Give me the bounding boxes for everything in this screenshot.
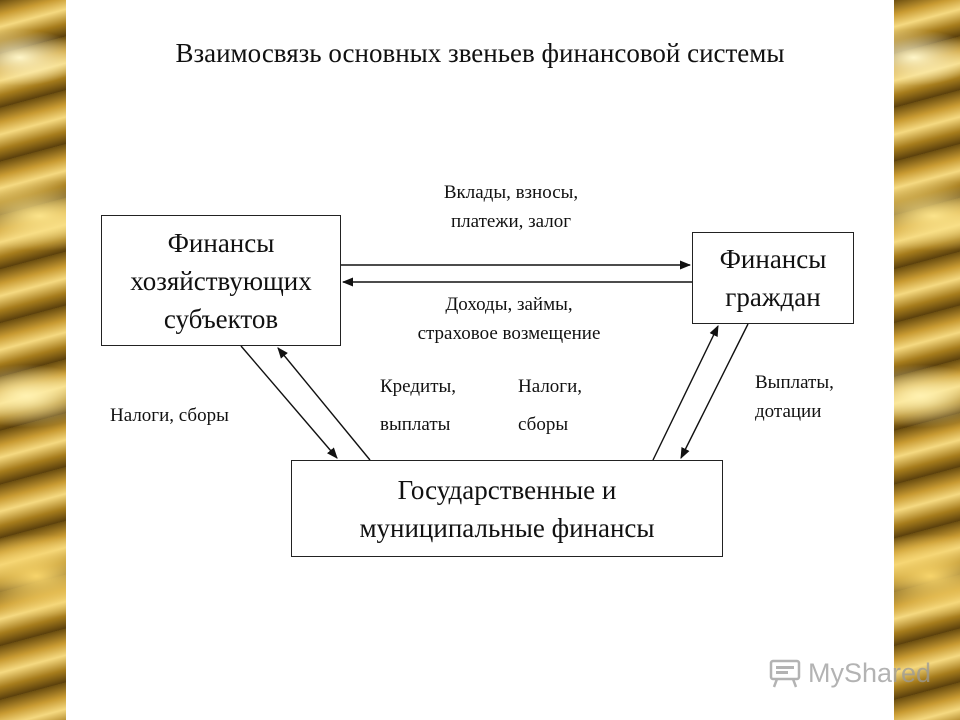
- label-state-to-entities-line2: выплаты: [380, 406, 456, 444]
- label-entities-to-citizens-line2: платежи, залог: [400, 207, 622, 236]
- label-state-to-entities: Кредиты, выплаты: [380, 368, 456, 444]
- arrow-state-to-citizens: [653, 326, 718, 460]
- label-citizens-to-state-line1: Налоги,: [518, 368, 582, 406]
- label-citizens-to-entities-line1: Доходы, займы,: [378, 290, 640, 319]
- node-state-label: Государственные и муниципальные финансы: [317, 471, 697, 547]
- label-entities-to-citizens-line1: Вклады, взносы,: [400, 178, 622, 207]
- label-state-to-entities-line1: Кредиты,: [380, 368, 456, 406]
- node-citizens-finance: Финансы граждан: [692, 232, 854, 324]
- arrow-citizens-to-state: [681, 324, 748, 458]
- label-state-to-citizens-line1: Выплаты,: [755, 368, 834, 397]
- label-entities-to-citizens: Вклады, взносы, платежи, залог: [400, 178, 622, 236]
- watermark-logo: MyShared: [768, 654, 931, 692]
- label-citizens-to-state-line2: сборы: [518, 406, 582, 444]
- label-citizens-to-state: Налоги, сборы: [518, 368, 582, 444]
- node-entities-finance: Финансы хозяйствующих субъектов: [101, 215, 341, 346]
- node-state-finance: Государственные и муниципальные финансы: [291, 460, 723, 557]
- node-citizens-label: Финансы граждан: [703, 240, 843, 316]
- label-citizens-to-entities-line2: страховое возмещение: [378, 319, 640, 348]
- presentation-board-icon: [768, 657, 802, 689]
- label-entities-to-state: Налоги, сборы: [110, 401, 229, 430]
- watermark-text: MyShared: [808, 658, 931, 689]
- label-state-to-citizens-line2: дотации: [755, 397, 834, 426]
- node-entities-label: Финансы хозяйствующих субъектов: [116, 224, 326, 338]
- label-citizens-to-entities: Доходы, займы, страховое возмещение: [378, 290, 640, 348]
- label-state-to-citizens: Выплаты, дотации: [755, 368, 834, 426]
